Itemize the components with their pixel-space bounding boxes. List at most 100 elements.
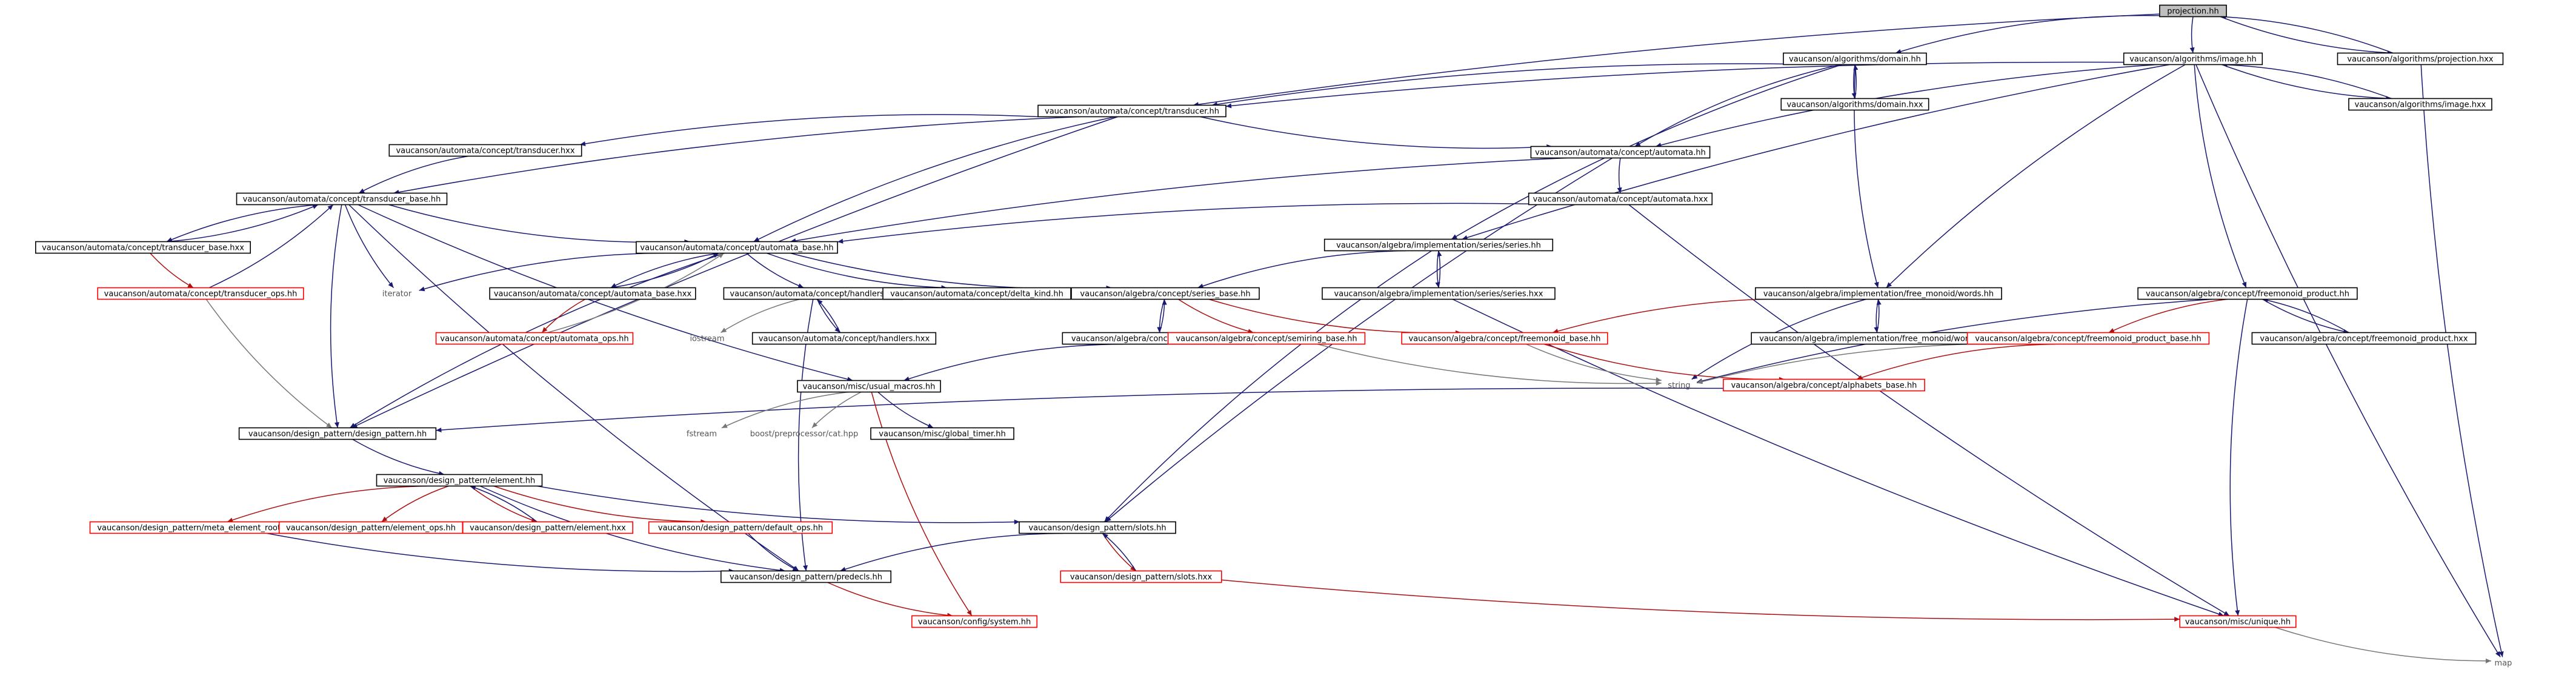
graph-node-dp-element-hxx[interactable]: vaucanson/design_pattern/element.hxx bbox=[462, 521, 633, 534]
edge-aut-transducer-hxx-to-aut-transducer-base-hh bbox=[358, 155, 468, 194]
graph-node-alg-freemonoid-base-hh[interactable]: vaucanson/algebra/concept/freemonoid_bas… bbox=[1401, 332, 1608, 345]
graph-node-aut-automata-ops-hh[interactable]: vaucanson/automata/concept/automata_ops.… bbox=[435, 332, 634, 345]
edge-aut-transducer-base-hh-to-aut-automata-base-hh bbox=[388, 204, 690, 243]
node-box bbox=[797, 380, 941, 393]
graph-node-aut-handlers-hxx[interactable]: vaucanson/automata/concept/handlers.hxx bbox=[751, 332, 937, 345]
graph-node-alg-free-monoid-words-hxx[interactable]: vaucanson/algebra/implementation/free_mo… bbox=[1751, 332, 2003, 345]
edge-arrowhead bbox=[2223, 611, 2230, 616]
edge-arrowhead bbox=[227, 517, 233, 523]
edge-dp-meta-element-root-hh-to-dp-predecls-hh bbox=[267, 532, 734, 572]
graph-node-alg-series-base-hh[interactable]: vaucanson/algebra/concept/series_base.hh bbox=[1071, 287, 1260, 300]
edge-arrowhead bbox=[840, 566, 847, 572]
node-box bbox=[2123, 52, 2263, 65]
edge-arrowhead bbox=[381, 516, 388, 522]
graph-node-alg-freemonoid-product-hh[interactable]: vaucanson/algebra/concept/freemonoid_pro… bbox=[2137, 287, 2358, 300]
graph-node-alg-projection-hxx[interactable]: vaucanson/algorithms/projection.hxx bbox=[2337, 52, 2504, 65]
graph-node-aut-automata-hh[interactable]: vaucanson/automata/concept/automata.hh bbox=[1530, 146, 1711, 159]
edge-alg-freemonoid-product-hxx-to-alg-freemonoid-product-hh bbox=[2262, 298, 2349, 334]
node-label: vaucanson/algebra/implementation/series/… bbox=[1334, 290, 1543, 299]
edge-aut-transducer-base-hh-to-iterator bbox=[344, 204, 394, 288]
graph-node-alg-series-hh[interactable]: vaucanson/algebra/implementation/series/… bbox=[1323, 238, 1554, 252]
graph-node-aut-transducer-ops-hh[interactable]: vaucanson/automata/concept/transducer_op… bbox=[97, 287, 304, 300]
graph-node-alg-domain-hxx[interactable]: vaucanson/algorithms/domain.hxx bbox=[1780, 98, 1929, 111]
edge-arrowhead bbox=[187, 283, 194, 288]
graph-node-aut-automata-hxx[interactable]: vaucanson/automata/concept/automata.hxx bbox=[1528, 192, 1713, 206]
node-box bbox=[882, 287, 1071, 300]
graph-node-aut-transducer-base-hxx[interactable]: vaucanson/automata/concept/transducer_ba… bbox=[35, 241, 251, 254]
graph-node-dp-element-hh[interactable]: vaucanson/design_pattern/element.hh bbox=[376, 474, 543, 487]
graph-node-dp-default-ops-hh[interactable]: vaucanson/design_pattern/default_ops.hh bbox=[648, 521, 833, 534]
graph-node-dp-element-ops-hh[interactable]: vaucanson/design_pattern/element_ops.hh bbox=[278, 521, 464, 534]
graph-node-misc-usual-macros-hh[interactable]: vaucanson/misc/usual_macros.hh bbox=[797, 380, 941, 393]
edge-alg-image-hh-to-alg-image-hxx bbox=[2222, 64, 2392, 99]
graph-node-aut-transducer-base-hh[interactable]: vaucanson/automata/concept/transducer_ba… bbox=[236, 192, 448, 206]
edge-arrowhead bbox=[713, 253, 719, 258]
graph-node-aut-automata-base-hxx[interactable]: vaucanson/automata/concept/automata_base… bbox=[489, 287, 696, 300]
graph-node-alg-semiring-base-hh[interactable]: vaucanson/algebra/concept/semiring_base.… bbox=[1167, 332, 1366, 345]
graph-node-alg-image-hxx[interactable]: vaucanson/algorithms/image.hxx bbox=[2348, 98, 2492, 111]
graph-node-dp-predecls-hh[interactable]: vaucanson/design_pattern/predecls.hh bbox=[721, 570, 892, 583]
node-box bbox=[636, 241, 838, 254]
edge-alg-series-hh-to-alg-series-base-hh bbox=[1197, 250, 1406, 289]
graph-node-aut-delta-kind-hh[interactable]: vaucanson/automata/concept/delta_kind.hh bbox=[882, 287, 1071, 300]
node-box bbox=[238, 427, 437, 440]
node-box bbox=[721, 570, 892, 583]
graph-node-alg-freemonoid-product-hxx[interactable]: vaucanson/algebra/concept/freemonoid_pro… bbox=[2251, 332, 2477, 345]
graph-node-aut-transducer-hxx[interactable]: vaucanson/automata/concept/transducer.hx… bbox=[388, 144, 582, 157]
node-label: vaucanson/algorithms/image.hh bbox=[2129, 55, 2257, 64]
node-box bbox=[435, 332, 634, 345]
graph-node-dp-slots-hh[interactable]: vaucanson/design_pattern/slots.hh bbox=[1019, 521, 1176, 534]
graph-node-alg-series-hxx[interactable]: vaucanson/algebra/implementation/series/… bbox=[1322, 287, 1556, 300]
graph-node-aut-transducer-hh[interactable]: vaucanson/automata/concept/transducer.hh bbox=[1037, 104, 1226, 118]
edge-aut-transducer-base-hxx-to-aut-transducer-base-hh bbox=[166, 204, 319, 243]
edge-arrowhead bbox=[904, 376, 910, 381]
graph-node-alg-freemonoid-product-base-hh[interactable]: vaucanson/algebra/concept/freemonoid_pro… bbox=[1966, 332, 2210, 345]
graph-node-misc-unique-hh[interactable]: vaucanson/misc/unique.hh bbox=[2179, 615, 2297, 628]
edge-arrowhead bbox=[436, 428, 442, 433]
edge-arrowhead bbox=[312, 204, 319, 209]
graph-node-dp-meta-element-root-hh[interactable]: vaucanson/design_pattern/meta_element_ro… bbox=[89, 521, 301, 534]
edge-arrowhead bbox=[1656, 380, 1662, 386]
node-label: vaucanson/algebra/implementation/series/… bbox=[1336, 241, 1541, 250]
node-label: projection.hh bbox=[2167, 7, 2219, 16]
node-label: vaucanson/design_pattern/slots.hh bbox=[1028, 524, 1166, 533]
graph-node-dp-slots-hxx[interactable]: vaucanson/design_pattern/slots.hxx bbox=[1060, 570, 1222, 583]
graph-node-projection-hh[interactable]: projection.hh bbox=[2159, 4, 2227, 18]
edge-arrowhead bbox=[1451, 234, 1458, 240]
edge-alg-freemonoid-product-hh-to-string bbox=[1697, 298, 2212, 383]
node-box bbox=[2251, 332, 2477, 345]
edge-projection-hh-to-aut-transducer-hh bbox=[1193, 13, 2160, 106]
node-box bbox=[1060, 570, 1222, 583]
edge-arrowhead bbox=[834, 327, 840, 333]
edge-aut-transducer-hh-to-aut-automata-hh bbox=[1200, 116, 1553, 149]
graph-node-iostream: iostream bbox=[690, 335, 724, 344]
graph-node-dp-design-pattern-hh[interactable]: vaucanson/design_pattern/design_pattern.… bbox=[238, 427, 437, 440]
edge-misc-usual-macros-hh-to-boost-cat bbox=[811, 391, 862, 429]
edge-arrowhead bbox=[721, 327, 727, 333]
graph-node-alg-alphabets-base-hh[interactable]: vaucanson/algebra/concept/alphabets_base… bbox=[1723, 378, 1925, 392]
edge-alg-domain-hh-to-aut-automata-hh bbox=[1634, 64, 1841, 147]
edge-aut-automata-ops-hh-to-aut-automata-base-hh bbox=[547, 252, 725, 334]
edge-arrowhead bbox=[1130, 565, 1136, 571]
node-label: boost/preprocessor/cat.hpp bbox=[750, 430, 858, 439]
graph-node-misc-global-timer-hh[interactable]: vaucanson/misc/global_timer.hh bbox=[870, 427, 1014, 440]
edge-dp-slots-hxx-to-misc-unique-hh bbox=[1221, 579, 2180, 620]
edge-aut-transducer-base-hh-to-aut-transducer-base-hxx bbox=[166, 204, 319, 243]
edge-aut-transducer-hh-to-dp-design-pattern-hh bbox=[351, 116, 1118, 429]
edge-alg-projection-hxx-to-map bbox=[2420, 64, 2503, 657]
graph-node-alg-domain-hh[interactable]: vaucanson/algorithms/domain.hh bbox=[1783, 52, 1927, 65]
edge-alg-freemonoid-product-hh-to-alg-freemonoid-product-hxx bbox=[2262, 298, 2349, 334]
graph-node-aut-handlers-hh[interactable]: vaucanson/automata/concept/handlers.hh bbox=[723, 287, 904, 300]
edge-alg-freemonoid-product-hh-to-misc-unique-hh bbox=[2229, 299, 2248, 616]
graph-node-alg-image-hh[interactable]: vaucanson/algorithms/image.hh bbox=[2123, 52, 2263, 65]
graph-node-config-system-hh[interactable]: vaucanson/config/system.hh bbox=[911, 615, 1038, 628]
graph-node-alg-free-monoid-words-hh[interactable]: vaucanson/algebra/implementation/free_mo… bbox=[1755, 287, 2002, 300]
node-box bbox=[648, 521, 833, 534]
node-label: vaucanson/algebra/concept/freemonoid_pro… bbox=[1975, 335, 2202, 344]
edge-arrowhead bbox=[1014, 519, 1020, 525]
edge-arrowhead bbox=[803, 565, 808, 571]
node-label: map bbox=[2495, 659, 2512, 668]
node-box bbox=[751, 332, 937, 345]
edge-alg-domain-hh-to-alg-free-monoid-words-hh bbox=[1854, 64, 1879, 288]
graph-node-aut-automata-base-hh[interactable]: vaucanson/automata/concept/automata_base… bbox=[636, 241, 838, 254]
